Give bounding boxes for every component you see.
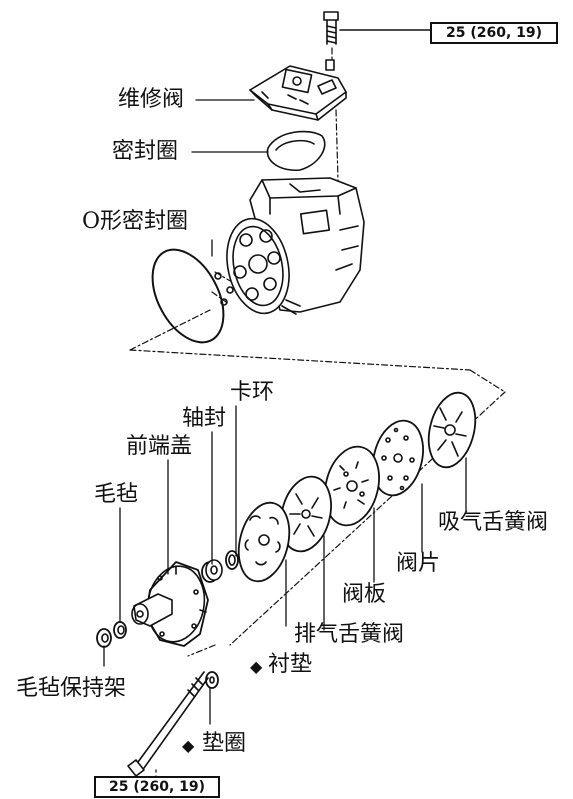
label-o-ring: O形密封圈 (82, 209, 189, 234)
washer-part (205, 671, 219, 689)
label-valve-sheet: 阀片 (396, 551, 441, 576)
label-shaft-seal: 轴封 (182, 406, 227, 431)
leader-lines (103, 99, 467, 783)
valve-sheet-part (372, 419, 424, 497)
seal-ring-part (266, 130, 326, 172)
valve-plate-part (324, 445, 380, 527)
torque-spec-top: 25 (260, 19) (430, 22, 558, 44)
top-bolt (323, 11, 431, 45)
label-gasket: 衬垫 (268, 652, 313, 677)
washer-diamond-mark: ◆ (182, 736, 195, 755)
long-bolt-part (127, 671, 209, 777)
felt-holder-part (96, 628, 112, 648)
label-felt-holder: 毛毡保持架 (16, 676, 127, 701)
label-suction-reed: 吸气舌簧阀 (438, 510, 549, 535)
label-seal-ring: 密封圈 (112, 139, 179, 164)
label-service-valve: 维修阀 (118, 87, 185, 112)
compressor-body-part (226, 177, 365, 315)
gasket-diamond-mark: ◆ (250, 657, 263, 676)
label-valve-plate: 阀板 (342, 582, 387, 607)
suction-reed-part (427, 391, 477, 469)
felt-part (113, 621, 127, 639)
o-ring-part (151, 248, 234, 344)
label-snap-ring: 卡环 (230, 380, 275, 405)
assembly-axis-lines (129, 47, 506, 657)
label-washer: 垫圈 (202, 731, 247, 756)
gasket-part (237, 501, 291, 583)
discharge-reed-part (280, 475, 332, 553)
torque-spec-bottom: 25 (260, 19) (94, 776, 220, 798)
shaft-seal-part (201, 559, 223, 583)
label-felt: 毛毡 (94, 482, 139, 507)
label-front-cover: 前端盖 (126, 434, 193, 459)
label-discharge-reed: 排气舌簧阀 (294, 622, 405, 647)
service-valve-part (249, 59, 347, 121)
front-cover-part (131, 561, 209, 647)
snap-ring-part (225, 550, 239, 570)
